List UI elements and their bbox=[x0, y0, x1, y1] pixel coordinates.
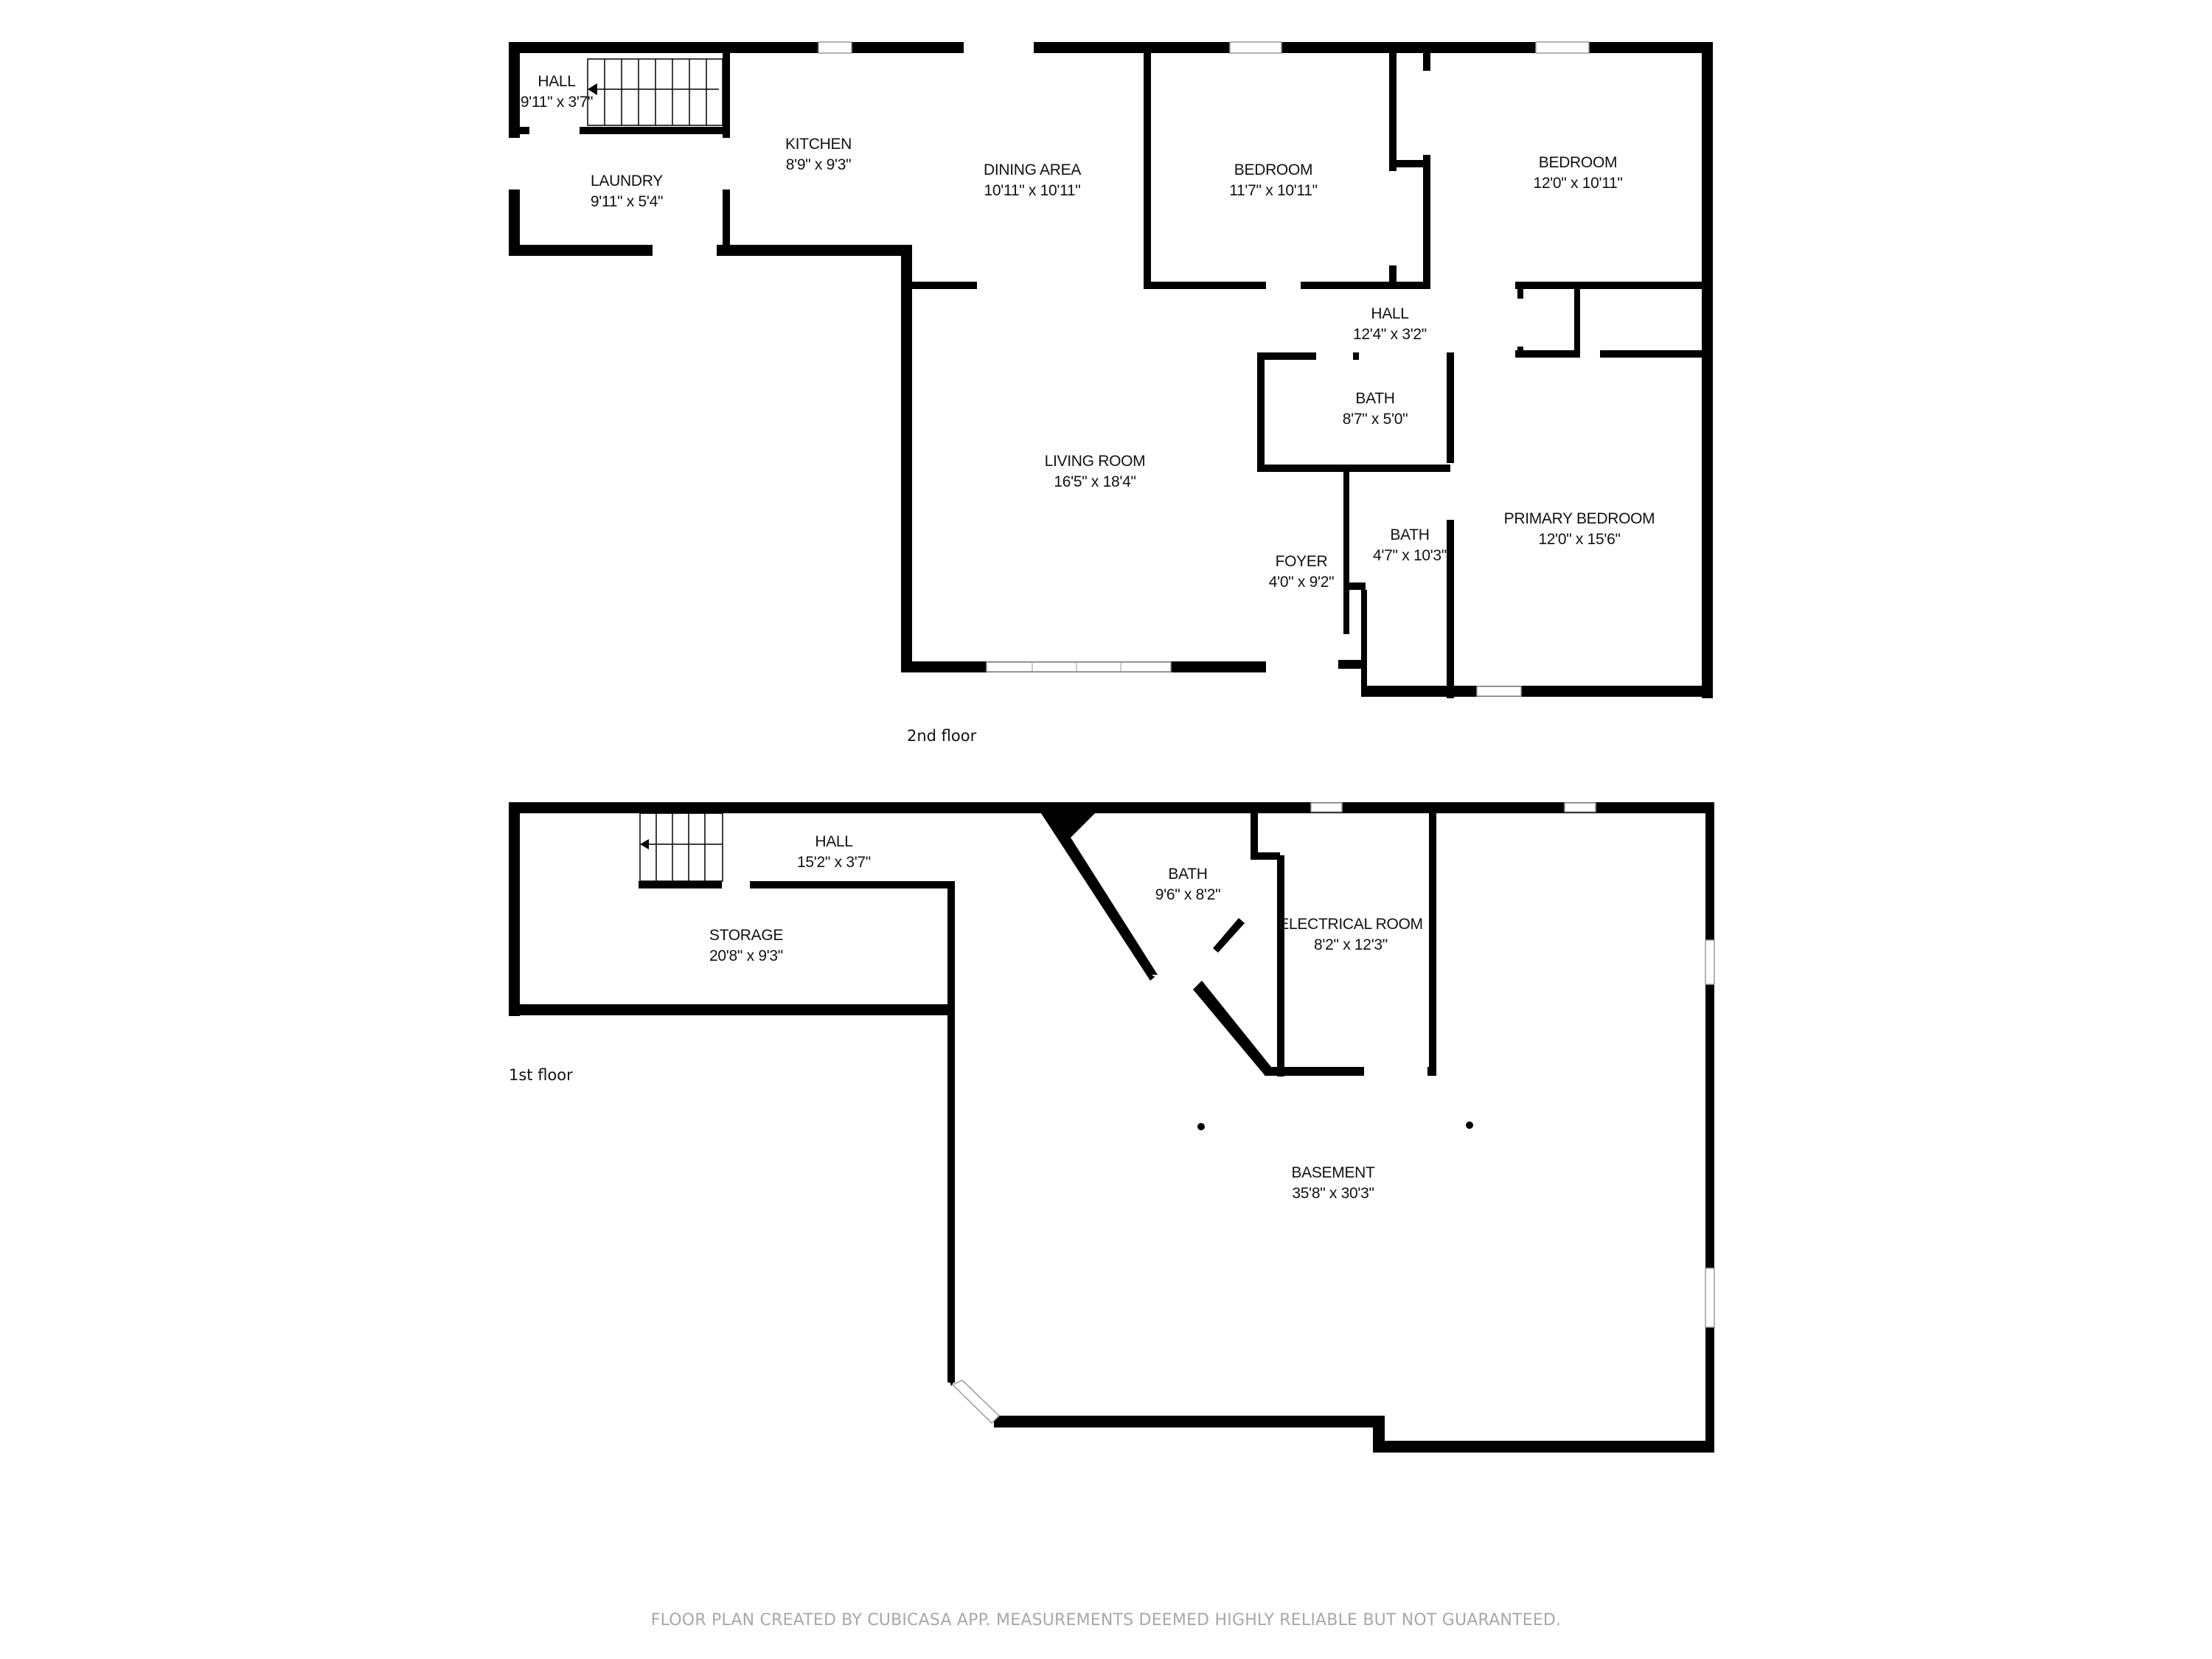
first-floor-walls bbox=[509, 802, 1714, 1453]
first-floor-windows bbox=[951, 802, 1715, 1425]
disclaimer-footer: FLOOR PLAN CREATED BY CUBICASA APP. MEAS… bbox=[650, 1611, 1562, 1630]
floor-title-2nd: 2nd floor bbox=[907, 727, 977, 745]
stairs-1st-floor bbox=[639, 813, 723, 882]
second-floor-walls bbox=[509, 42, 1713, 698]
second-floor-windows bbox=[653, 41, 1590, 697]
support-posts bbox=[1197, 1121, 1473, 1130]
floor-title-1st: 1st floor bbox=[509, 1066, 573, 1084]
stairs-2nd-floor bbox=[587, 58, 723, 126]
